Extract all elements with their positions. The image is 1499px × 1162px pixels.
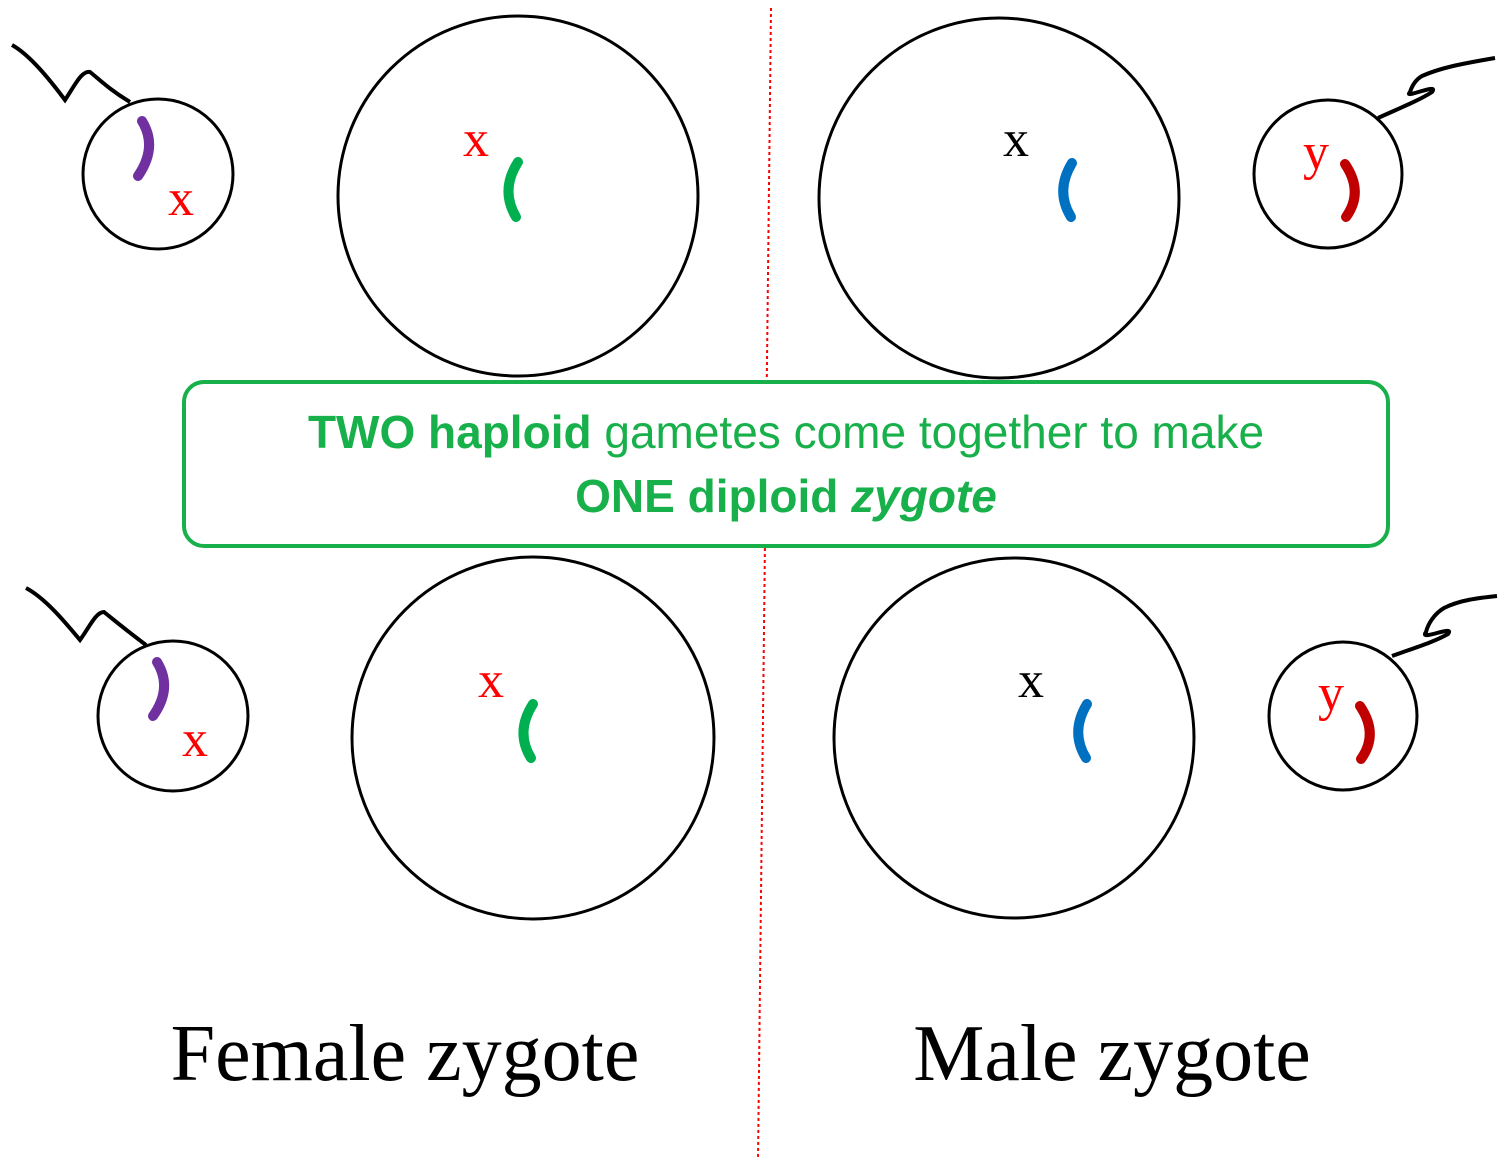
- label-x: x: [168, 170, 194, 227]
- divider-line: [757, 7, 772, 1161]
- callout-line-1-rest: gametes come together to make: [591, 406, 1265, 458]
- sperm-male-bottom: y: [1267, 594, 1498, 792]
- label-x: x: [478, 652, 504, 709]
- label-y: y: [1318, 665, 1344, 722]
- label-x: x: [1018, 652, 1044, 709]
- chromosome-green: [503, 157, 523, 222]
- sperm-head: [81, 97, 235, 251]
- sperm-head: [96, 639, 250, 793]
- sperm-female-bottom: x: [25, 586, 250, 793]
- chromosome-blue: [1073, 699, 1092, 763]
- label-x: x: [463, 111, 489, 168]
- callout-italic-zygote: zygote: [851, 470, 997, 522]
- chromosome-purple: [148, 657, 169, 721]
- callout-line-1: TWO haploid gametes come together to mak…: [308, 400, 1264, 464]
- chromosome-red: [1355, 701, 1375, 764]
- chromosome-green: [518, 699, 538, 763]
- egg-female-top: x: [336, 14, 700, 378]
- egg-female-bottom: x: [350, 555, 716, 921]
- egg-cell: [817, 16, 1181, 380]
- chromosome-purple: [133, 116, 154, 181]
- egg-cell: [336, 14, 700, 378]
- label-x: x: [1003, 111, 1029, 168]
- sperm-tail: [1377, 56, 1496, 120]
- callout-box: TWO haploid gametes come together to mak…: [182, 380, 1390, 548]
- egg-male-top: x: [817, 16, 1181, 380]
- sperm-male-top: y: [1252, 56, 1496, 250]
- caption-male-zygote: Male zygote: [913, 1010, 1311, 1098]
- label-y: y: [1303, 124, 1329, 181]
- sperm-female-top: x: [10, 43, 235, 251]
- callout-line-2: ONE diploid zygote: [575, 464, 997, 528]
- sperm-head: [1252, 98, 1404, 250]
- sperm-tail: [1391, 594, 1498, 658]
- callout-bold-two-haploid: TWO haploid: [307, 406, 592, 458]
- sperm-head: [1267, 640, 1419, 792]
- sperm-tail: [25, 586, 148, 647]
- egg-male-bottom: x: [832, 556, 1196, 920]
- sperm-tail: [10, 43, 132, 104]
- egg-cell: [832, 556, 1196, 920]
- callout-bold-one-diploid: ONE diploid: [575, 470, 852, 522]
- caption-female-zygote: Female zygote: [171, 1010, 640, 1098]
- chromosome-red: [1340, 159, 1360, 222]
- label-x: x: [182, 711, 208, 768]
- chromosome-blue: [1058, 158, 1077, 222]
- egg-cell: [350, 555, 716, 921]
